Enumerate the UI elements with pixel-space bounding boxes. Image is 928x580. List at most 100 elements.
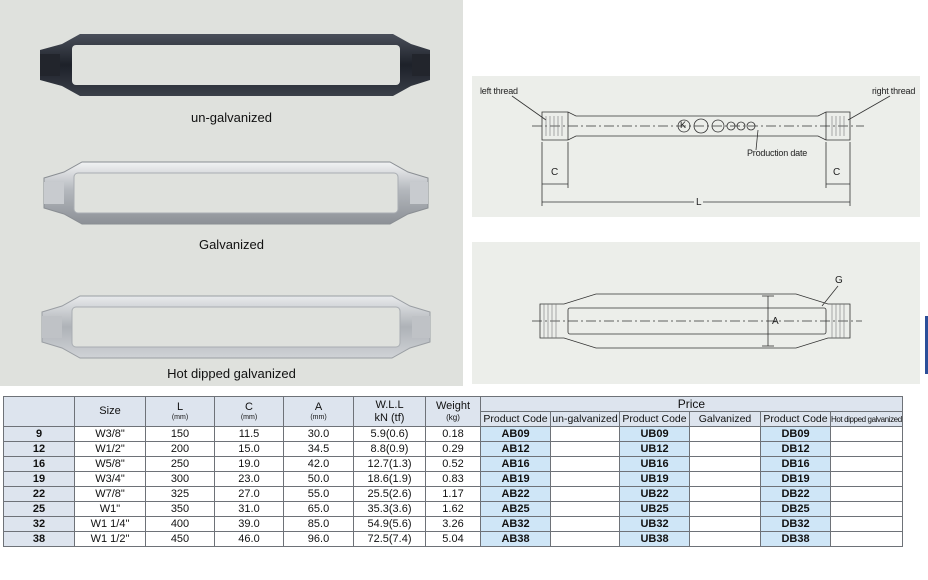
row-price-ungalvanized [550,516,620,532]
row-c: 39.0 [214,516,284,532]
row-price-hot-dipped [830,426,903,442]
row-code-ab: AB22 [480,486,551,502]
row-price-hot-dipped [830,486,903,502]
row-weight: 1.62 [425,501,481,517]
header-weight: Weight(kg) [425,396,481,427]
row-l: 300 [145,471,215,487]
row-code-ub: UB19 [619,471,690,487]
l-dimension: L [694,197,704,208]
row-code-ub: UB38 [619,531,690,547]
c-dimension-left: C [551,167,559,178]
row-code-db: DB32 [760,516,831,532]
row-code-ab: AB38 [480,531,551,547]
left-thread-label: left thread [480,86,518,96]
row-price-ungalvanized [550,426,620,442]
row-l: 150 [145,426,215,442]
row-code-db: DB09 [760,426,831,442]
row-key: 19 [3,471,75,487]
dimension-diagram-bottom: G A [472,242,920,384]
row-weight: 3.26 [425,516,481,532]
row-price-galvanized [689,456,761,472]
row-key: 12 [3,441,75,457]
row-c: 46.0 [214,531,284,547]
row-c: 15.0 [214,441,284,457]
row-price-galvanized [689,426,761,442]
row-size: W7/8" [74,486,146,502]
header-a: A(mm) [283,396,354,427]
row-key: 16 [3,456,75,472]
page-edge-marker [925,316,928,374]
row-l: 450 [145,531,215,547]
row-a: 34.5 [283,441,354,457]
turnbuckle-photos [40,34,431,359]
row-size: W3/4" [74,471,146,487]
production-date-label: Production date [747,148,808,158]
header-key [3,396,75,427]
row-size: W5/8" [74,456,146,472]
row-c: 31.0 [214,501,284,517]
row-a: 96.0 [283,531,354,547]
header-a-label: A [314,401,323,413]
row-price-galvanized [689,471,761,487]
row-key: 32 [3,516,75,532]
row-code-ab: AB09 [480,426,551,442]
row-l: 250 [145,456,215,472]
header-ungalvanized: un-galvanized [550,411,620,427]
row-size: W1 1/4" [74,516,146,532]
a-dimension: A [772,316,779,327]
row-wll: 25.5(2.6) [353,486,426,502]
row-code-ab: AB25 [480,501,551,517]
row-wll: 8.8(0.9) [353,441,426,457]
header-weight-unit: (kg) [446,413,460,422]
header-weight-label: Weight [435,400,471,412]
row-key: 22 [3,486,75,502]
header-product-code-ub: Product Code [619,411,690,427]
row-c: 27.0 [214,486,284,502]
row-code-db: DB19 [760,471,831,487]
row-price-ungalvanized [550,441,620,457]
row-a: 30.0 [283,426,354,442]
row-size: W3/8" [74,426,146,442]
row-a: 85.0 [283,516,354,532]
row-weight: 0.83 [425,471,481,487]
row-price-ungalvanized [550,456,620,472]
header-product-code-db: Product Code [760,411,831,427]
row-l: 325 [145,486,215,502]
ungalvanized-label: un-galvanized [191,110,272,125]
header-l: L(mm) [145,396,215,427]
header-product-code-ab: Product Code [480,411,551,427]
row-price-ungalvanized [550,501,620,517]
row-price-ungalvanized [550,486,620,502]
row-size: W1" [74,501,146,517]
ungalvanized-turnbuckle-image [40,34,430,96]
row-code-ab: AB32 [480,516,551,532]
row-weight: 0.18 [425,426,481,442]
row-code-db: DB38 [760,531,831,547]
row-price-hot-dipped [830,471,903,487]
turnbuckle-side-drawing [511,95,891,206]
row-wll: 54.9(5.6) [353,516,426,532]
row-a: 50.0 [283,471,354,487]
row-weight: 0.52 [425,456,481,472]
header-l-unit: (mm) [171,414,189,421]
row-code-ub: UB12 [619,441,690,457]
row-l: 200 [145,441,215,457]
row-a: 42.0 [283,456,354,472]
header-c: C(mm) [214,396,284,427]
row-key: 25 [3,501,75,517]
row-wll: 12.7(1.3) [353,456,426,472]
header-c-unit: (mm) [240,414,258,421]
row-price-galvanized [689,441,761,457]
row-weight: 0.29 [425,441,481,457]
row-price-galvanized [689,516,761,532]
row-code-db: DB22 [760,486,831,502]
hot-dipped-turnbuckle-image [41,295,431,359]
row-price-hot-dipped [830,531,903,547]
row-code-ub: UB22 [619,486,690,502]
